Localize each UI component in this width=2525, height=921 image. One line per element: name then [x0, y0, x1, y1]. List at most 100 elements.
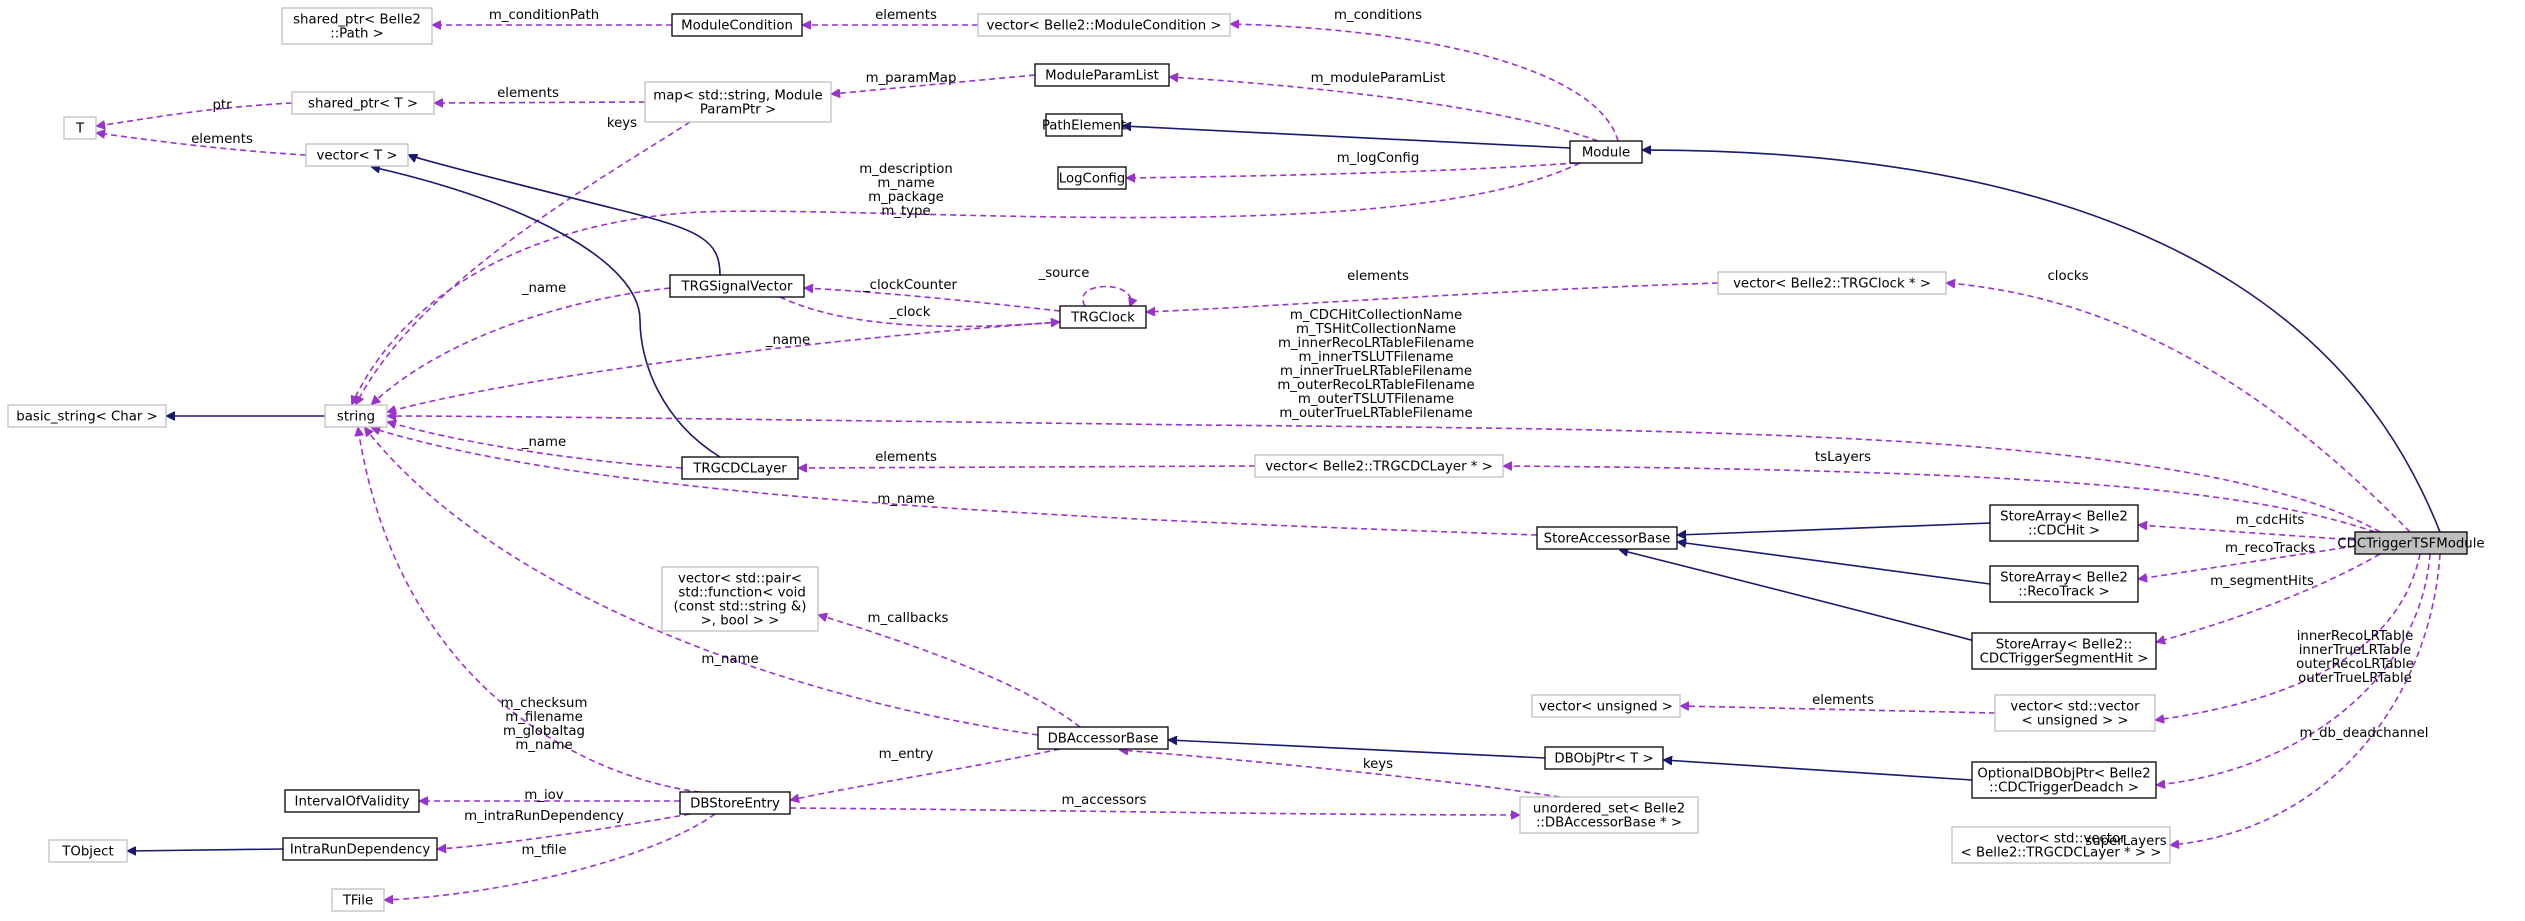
- node-box: [1531, 694, 1681, 718]
- node-tfile: TFile: [331, 888, 385, 912]
- edge-label-map-keys: keys: [607, 116, 637, 131]
- node-box: [1045, 113, 1123, 137]
- edge-label-line: m_outerTSLUTFilename: [1298, 392, 1454, 407]
- edge-vecclock-elements: [1147, 282, 1719, 312]
- node-label-line: < Belle2::TRGCDCLayer * > >: [1961, 846, 2162, 861]
- node-label: PathElement: [1042, 119, 1126, 134]
- edge-label-line: m_name: [877, 492, 934, 507]
- node-module-condition[interactable]: ModuleCondition: [671, 13, 803, 37]
- edge-logconfig: [1127, 162, 1577, 178]
- edge-label-line: innerRecoLRTable: [2297, 629, 2414, 644]
- node-path-element[interactable]: PathElement: [1042, 113, 1126, 137]
- node-vec-vec-unsigned: vector< std::vector< unsigned > >: [1994, 694, 2156, 732]
- node-log-config[interactable]: LogConfig: [1057, 166, 1127, 190]
- edge-label-logconfig: m_logConfig: [1337, 151, 1420, 166]
- edge-label-line: m_iov: [524, 788, 563, 803]
- node-shared-path: shared_ptr< Belle2::Path >: [281, 7, 433, 45]
- edge-label-line: m_db_deadchannel: [2300, 726, 2429, 741]
- node-label-line: vector< Belle2::ModuleCondition >: [986, 19, 1221, 34]
- node-dbobj-ptr-t[interactable]: DBObjPtr< T >: [1544, 746, 1664, 770]
- node-label-line: (const std::string &): [674, 600, 807, 615]
- node-box: [324, 404, 388, 428]
- node-label: vector< T >: [316, 149, 397, 164]
- node-string: string: [324, 404, 388, 428]
- node-label-line: IntraRunDependency: [290, 843, 431, 858]
- node-vec-trgclock: vector< Belle2::TRGClock * >: [1717, 271, 1947, 295]
- edge-clock: [779, 296, 1059, 328]
- node-cdctrigger-tsfmodule[interactable]: CDCTriggerTSFModule: [2337, 531, 2485, 555]
- node-trgclock[interactable]: TRGClock: [1059, 305, 1147, 329]
- node-dbstore-entry[interactable]: DBStoreEntry: [679, 791, 791, 815]
- node-label-line: ModuleCondition: [681, 19, 793, 34]
- edge-label-line: m_segmentHits: [2210, 574, 2314, 589]
- edge-superlayers: [2171, 553, 2441, 845]
- edge-label-line: m_innerRecoLRTableFilename: [1278, 336, 1474, 351]
- node-dbaccessor-base[interactable]: DBAccessorBase: [1037, 726, 1169, 750]
- node-box: [661, 566, 819, 632]
- node-box: [1254, 454, 1504, 478]
- node-label-line: T: [75, 122, 85, 137]
- node-intra-run-dependency[interactable]: IntraRunDependency: [282, 837, 438, 861]
- node-label-line: ParamPtr >: [700, 103, 776, 118]
- edge-module-focus: [1643, 150, 2441, 533]
- edge-intrarun: [438, 813, 691, 849]
- edge-label-line: m_innerTSLUTFilename: [1299, 350, 1454, 365]
- node-box: [977, 13, 1231, 37]
- edge-label-source: _source: [1038, 266, 1090, 281]
- node-label-line: shared_ptr< Belle2: [293, 13, 421, 28]
- edge-label-line: m_globaltag: [503, 724, 585, 739]
- node-store-accessor-base[interactable]: StoreAccessorBase: [1536, 526, 1678, 550]
- node-label-line: TRGCDCLayer: [692, 462, 787, 477]
- node-label-line: vector< std::vector: [1996, 832, 2126, 847]
- node-label: LogConfig: [1059, 172, 1125, 187]
- edge-label-line: elements: [875, 450, 937, 465]
- edge-label-line: m_TSHitCollectionName: [1296, 322, 1456, 337]
- node-label-line: DBObjPtr< T >: [1554, 752, 1653, 767]
- node-store-array-segment-hit[interactable]: StoreArray< Belle2::CDCTriggerSegmentHit…: [1971, 632, 2157, 670]
- node-optional-dbobj-ptr[interactable]: OptionalDBObjPtr< Belle2::CDCTriggerDead…: [1971, 761, 2157, 799]
- node-module-param-list[interactable]: ModuleParamList: [1034, 63, 1170, 87]
- edge-label-line: elements: [191, 132, 253, 147]
- edge-label-iov: m_iov: [524, 788, 563, 803]
- node-label: IntervalOfValidity: [295, 795, 410, 810]
- edge-label-accessors: m_accessors: [1062, 793, 1147, 808]
- edge-label-clocks: clocks: [2047, 269, 2088, 284]
- node-label: DBObjPtr< T >: [1554, 752, 1653, 767]
- node-trgcdclayer[interactable]: TRGCDCLayer: [681, 456, 799, 480]
- edge-label-veclayer-elements: elements: [875, 450, 937, 465]
- edge-vecunsigned-elements: [1681, 706, 1996, 714]
- edge-label-line: m_filename: [505, 710, 583, 725]
- node-module[interactable]: Module: [1569, 140, 1643, 164]
- edge-label-line: outerTrueLRTable: [2298, 671, 2412, 686]
- node-label-line: basic_string< Char >: [16, 410, 157, 425]
- node-label-line: map< std::string, Module: [653, 89, 822, 104]
- edge-layer-name: [388, 422, 683, 469]
- edge-label-line: m_outerTrueLRTableFilename: [1279, 406, 1472, 421]
- node-vec-trgcdclayer: vector< Belle2::TRGCDCLayer * >: [1254, 454, 1504, 478]
- node-label-line: IntervalOfValidity: [295, 795, 410, 810]
- node-label-line: CDCTriggerSegmentHit >: [1980, 652, 2149, 667]
- node-box: [1544, 746, 1664, 770]
- node-trgsignal-vector[interactable]: TRGSignalVector: [669, 274, 805, 298]
- edge-label-clock: _clock: [889, 305, 931, 320]
- node-vec-vec-layer: vector< std::vector< Belle2::TRGCDCLayer…: [1951, 826, 2171, 864]
- node-box: [48, 839, 128, 863]
- node-vec-module-condition: vector< Belle2::ModuleCondition >: [977, 13, 1231, 37]
- edge-label-line: elements: [1812, 693, 1874, 708]
- node-label-line: StoreArray< Belle2::: [1996, 638, 2133, 653]
- node-store-array-cdchit[interactable]: StoreArray< Belle2::CDCHit >: [1989, 504, 2139, 542]
- node-store-array-reco-track[interactable]: StoreArray< Belle2::RecoTrack >: [1989, 565, 2139, 603]
- node-box: [305, 143, 409, 167]
- node-interval-of-validity[interactable]: IntervalOfValidity: [284, 789, 420, 813]
- edge-ptr: [97, 102, 293, 126]
- edge-label-clock-name: _name: [765, 333, 810, 348]
- edge-set-keys: [1120, 750, 1561, 798]
- edge-source: [1082, 285, 1131, 307]
- node-box: [1519, 796, 1699, 834]
- edge-label-line: _clockCounter: [862, 278, 957, 293]
- node-vec-pair-callbacks: vector< std::pair< std::function< void(c…: [661, 566, 819, 632]
- edge-deadchannel: [2157, 553, 2431, 785]
- node-label-line: DBAccessorBase: [1048, 732, 1159, 747]
- edge-label-layer-name: _name: [521, 435, 566, 450]
